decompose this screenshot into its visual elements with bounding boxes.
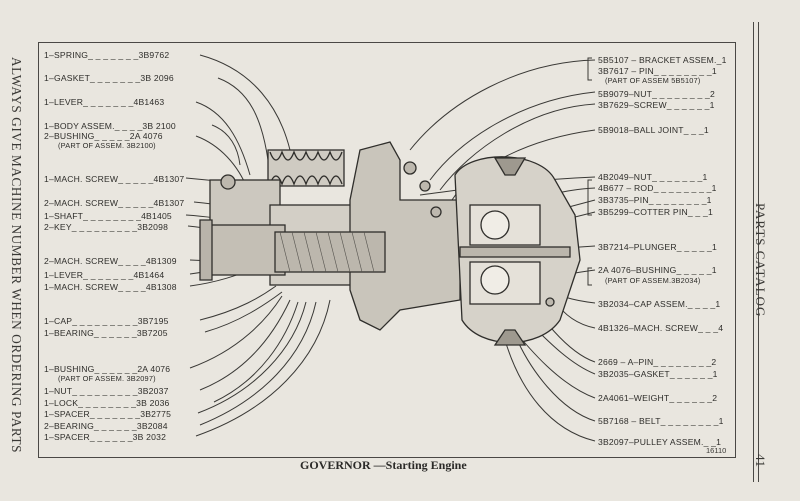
- part-label: 1–MACH. SCREW_ _ _ _ _4B1307: [44, 174, 185, 184]
- part-label: 3B2034–CAP ASSEM._ _ _ _1: [598, 299, 721, 309]
- part-label: 3B7629–SCREW_ _ _ _ _ _1: [598, 100, 715, 110]
- part-note: (PART OF ASSEM 5B5107): [605, 76, 701, 85]
- part-label: 2A 4076–BUSHING_ _ _ _ _1: [598, 265, 717, 275]
- part-label: 4B677 – ROD_ _ _ _ _ _ _ _1: [598, 183, 717, 193]
- part-label: 1–BODY ASSEM._ _ _ _3B 2100: [44, 121, 176, 131]
- part-label: 5B7168 – BELT_ _ _ _ _ _ _ _1: [598, 416, 724, 426]
- part-label: 1–SPACER_ _ _ _ _ _ _3B2775: [44, 409, 172, 419]
- margin-rule: [753, 22, 754, 482]
- catalog-title: PARTS CATALOG: [753, 202, 768, 318]
- part-label: 1–LEVER_ _ _ _ _ _ _4B1464: [44, 270, 165, 280]
- plate-number: 16110: [706, 446, 727, 455]
- part-label: 1–MACH. SCREW_ _ _ _4B1308: [44, 282, 177, 292]
- part-label: 1–LOCK_ _ _ _ _ _ _ _3B 2036: [44, 398, 170, 408]
- part-label: 2–KEY_ _ _ _ _ _ _ _ _3B2098: [44, 222, 169, 232]
- part-note: (PART OF ASSEM. 3B2100): [58, 141, 156, 150]
- part-label: 4B1326–MACH. SCREW_ _ _4: [598, 323, 724, 333]
- margin-rule: [758, 22, 759, 482]
- page-number: 41: [753, 453, 768, 467]
- part-note: (PART OF ASSEM. 3B2097): [58, 374, 156, 383]
- part-label: 1–SPRING_ _ _ _ _ _ _3B9762: [44, 50, 170, 60]
- part-label: 1–CAP_ _ _ _ _ _ _ _ _3B7195: [44, 316, 169, 326]
- part-label: 2669 – A–PIN_ _ _ _ _ _ _ _2: [598, 357, 717, 367]
- part-label: 3B7617 – PIN_ _ _ _ _ _ _ _1: [598, 66, 717, 76]
- part-label: 1–BEARING_ _ _ _ _ _3B7205: [44, 328, 168, 338]
- part-label: 5B5107 – BRACKET ASSEM._1: [598, 55, 727, 65]
- part-label: 5B9079–NUT_ _ _ _ _ _ _ _2: [598, 89, 715, 99]
- part-label: 1–BUSHING_ _ _ _ _ _2A 4076: [44, 364, 171, 374]
- figure-caption: GOVERNOR —Starting Engine: [300, 458, 467, 472]
- part-label: 1–GASKET_ _ _ _ _ _ _3B 2096: [44, 73, 174, 83]
- ordering-instruction: ALWAYS GIVE MACHINE NUMBER WHEN ORDERING…: [9, 56, 24, 454]
- part-label: 2–MACH. SCREW_ _ _ _4B1309: [44, 256, 177, 266]
- part-label: 2–BEARING_ _ _ _ _ _3B2084: [44, 421, 168, 431]
- part-label: 1–NUT_ _ _ _ _ _ _ _ _3B2037: [44, 386, 169, 396]
- part-label: 2–BUSHING_ _ _ _ _2A 4076: [44, 131, 163, 141]
- part-label: 2A4061–WEIGHT_ _ _ _ _ _2: [598, 393, 718, 403]
- part-label: 2–MACH. SCREW_ _ _ _ _4B1307: [44, 198, 185, 208]
- part-label: 4B2049–NUT_ _ _ _ _ _ _1: [598, 172, 708, 182]
- part-label: 1–LEVER_ _ _ _ _ _ _4B1463: [44, 97, 165, 107]
- part-label: 3B3735–PIN_ _ _ _ _ _ _ _1: [598, 195, 712, 205]
- part-label: 3B2097–PULLEY ASSEM._ _1: [598, 437, 722, 447]
- part-label: 3B7214–PLUNGER_ _ _ _ _1: [598, 242, 717, 252]
- part-label: 5B9018–BALL JOINT_ _ _1: [598, 125, 709, 135]
- part-label: 1–SPACER_ _ _ _ _ _3B 2032: [44, 432, 167, 442]
- part-note: (PART OF ASSEM.3B2034): [605, 276, 701, 285]
- part-label: 3B2035–GASKET_ _ _ _ _ _1: [598, 369, 718, 379]
- part-label: 1–SHAFT_ _ _ _ _ _ _ _4B1405: [44, 211, 172, 221]
- illustration-frame: [38, 42, 736, 458]
- part-label: 3B5299–COTTER PIN_ _ _1: [598, 207, 713, 217]
